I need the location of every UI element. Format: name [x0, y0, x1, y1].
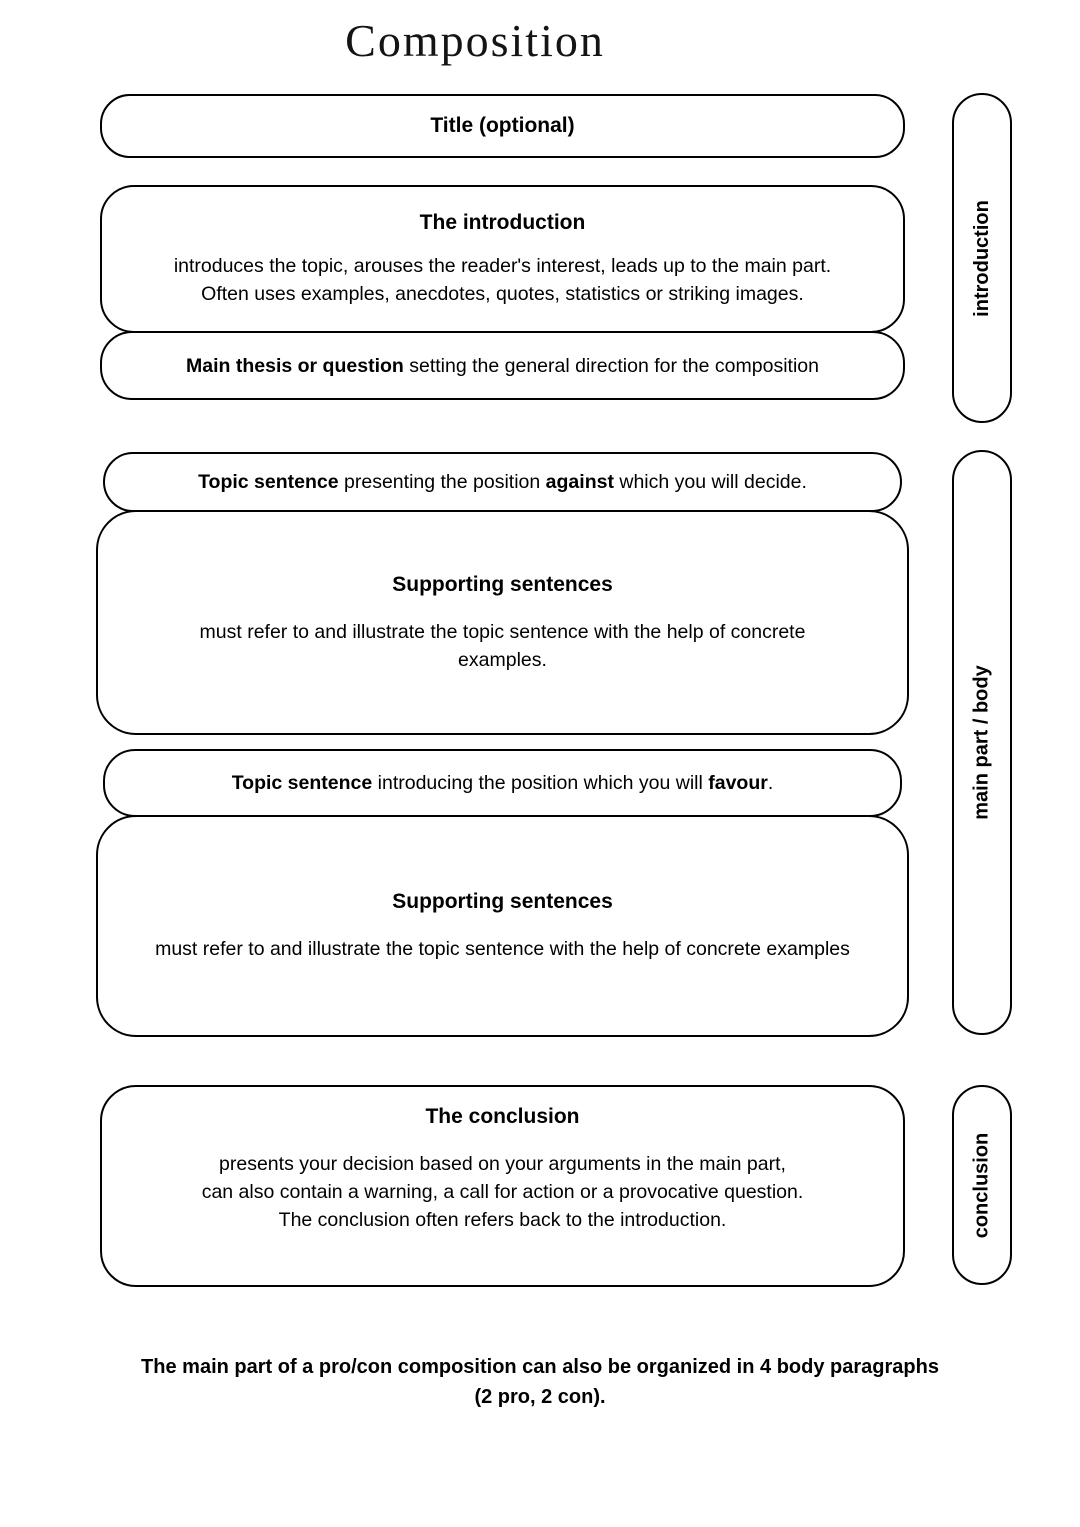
thesis-rest: setting the general direction for the co… [403, 354, 819, 377]
topic-favour-middle: introducing the position which you will [372, 772, 709, 794]
side-label-main-part-text: main part / body [970, 665, 993, 820]
thesis-lead: Main thesis or question [186, 354, 404, 377]
footnote: The main part of a pro/con composition c… [141, 1356, 939, 1408]
introduction-box: The introduction introduces the topic, a… [100, 185, 905, 333]
topic-sentence-against-box: Topic sentence presenting the position a… [103, 452, 902, 512]
topic-against-line: Topic sentence presenting the position a… [174, 469, 831, 495]
supporting-sentences-box-2: Supporting sentences must refer to and i… [96, 815, 909, 1037]
topic-favour-tail: . [767, 772, 774, 794]
conclusion-heading: The conclusion [425, 1105, 580, 1128]
side-label-main-part: main part / body [952, 450, 1012, 1035]
conclusion-body: presents your decision based on your arg… [201, 1153, 804, 1231]
side-label-introduction-text: introduction [970, 199, 993, 317]
topic-favour-line: Topic sentence introducing the position … [208, 770, 798, 796]
introduction-heading: The introduction [419, 211, 586, 234]
title-box: Title (optional) [100, 94, 905, 158]
page-title: Composition [345, 15, 605, 66]
topic-against-emphasis: against [545, 471, 614, 493]
supporting-sentences-box-1: Supporting sentences must refer to and i… [96, 510, 909, 735]
topic-against-tail: which you will decide. [613, 471, 807, 493]
supporting-2-heading: Supporting sentences [392, 890, 613, 913]
side-label-introduction: introduction [952, 93, 1012, 423]
topic-favour-emphasis: favour [708, 772, 768, 794]
supporting-2-body: must refer to and illustrate the topic s… [155, 938, 850, 960]
supporting-1-heading: Supporting sentences [392, 572, 613, 596]
supporting-1-body: must refer to and illustrate the topic s… [199, 620, 806, 671]
thesis-box: Main thesis or question setting the gene… [100, 331, 905, 400]
topic-sentence-favour-box: Topic sentence introducing the position … [103, 749, 902, 817]
topic-against-middle: presenting the position [338, 471, 546, 493]
title-box-label: Title (optional) [430, 114, 575, 137]
side-label-conclusion: conclusion [952, 1085, 1012, 1285]
topic-against-lead: Topic sentence [198, 471, 339, 493]
conclusion-box: The conclusion presents your decision ba… [100, 1085, 905, 1287]
topic-favour-lead: Topic sentence [231, 772, 373, 794]
thesis-line: Main thesis or question setting the gene… [162, 353, 843, 379]
side-label-conclusion-text: conclusion [970, 1132, 993, 1238]
introduction-body: introduces the topic, arouses the reader… [173, 255, 832, 305]
